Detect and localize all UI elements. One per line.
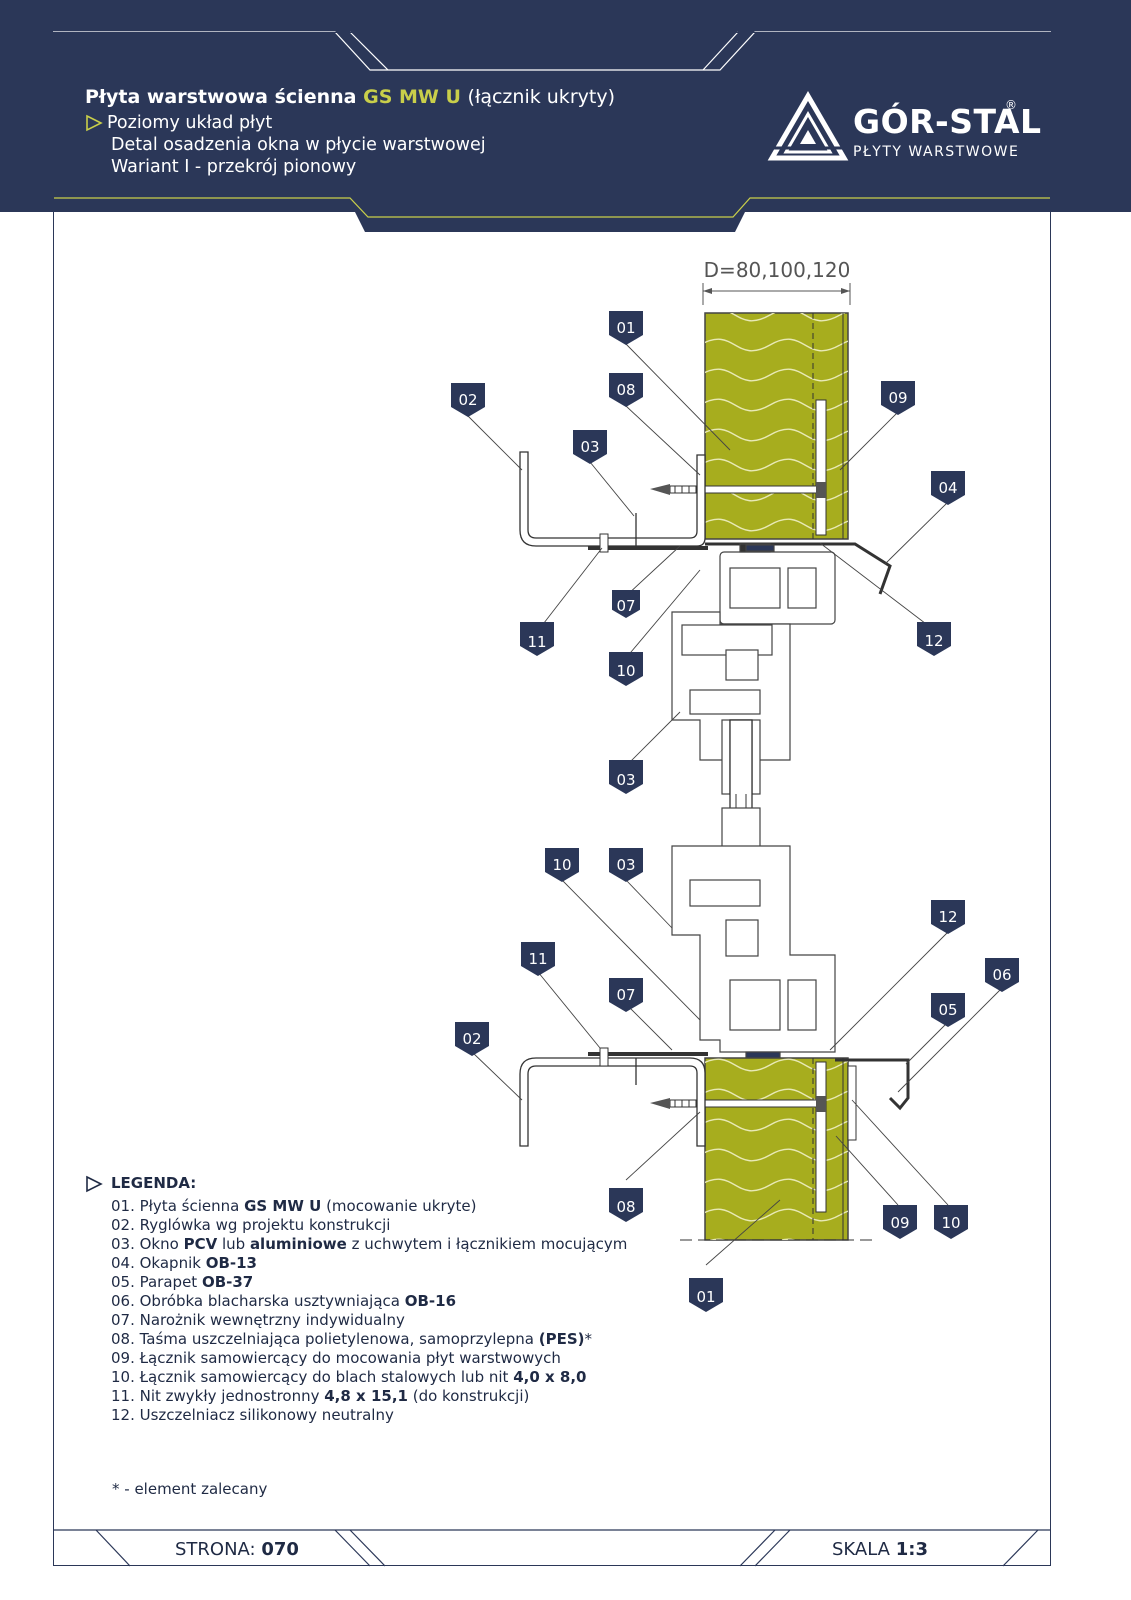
legend-item: 04. Okapnik OB-13 [111,1254,257,1272]
brand-logo: GÓR-STAL ® PŁYTY WARSTWOWE [767,91,1041,166]
page-frame [53,32,1051,1566]
legend-item: 06. Obróbka blacharska usztywniająca OB-… [111,1292,457,1310]
legend-item: 12. Uszczelniacz silikonowy neutralny [111,1406,394,1424]
stiffening-flashing [847,1065,857,1141]
callout-06-bottom: 06 [985,958,1019,992]
legend-list: 01. Płyta ścienna GS MW U (mocowanie ukr… [111,1197,627,1425]
leader-lines [467,343,1003,1266]
title-accent: GS MW U [363,86,461,108]
callout-12-top: 12 [917,622,951,656]
dimension-label: D=80,100,120 [704,258,851,282]
callout-label: 03 [616,856,635,874]
callout-10-mid: 10 [545,848,579,882]
subtitle-line-3: Wariant I - przekrój pionowy [111,157,357,177]
logo-name: GÓR-STAL [853,102,1042,141]
callout-05-bottom: 05 [931,993,965,1027]
callout-04-top: 04 [931,471,965,505]
callout-10-top: 10 [609,652,643,686]
callout-10-bottom: 10 [934,1205,968,1239]
legend-title-text: LEGENDA: [111,1174,197,1192]
legend: LEGENDA: 01. Płyta ścienna GS MW U (moco… [85,1174,627,1425]
legend-item: 09. Łącznik samowiercący do mocowania pł… [111,1349,561,1367]
callout-label: 08 [616,381,635,399]
callout-03-top: 03 [573,430,607,464]
callout-label: 11 [527,633,546,651]
callout-01-bottom: 01 [689,1278,723,1312]
callout-label: 01 [616,319,635,337]
legend-item: 08. Taśma uszczelniająca polietylenowa, … [111,1330,593,1348]
callout-11-top: 11 [520,622,554,656]
callout-08-bottom: 08 [609,1188,643,1222]
title-suffix: (łącznik ukryty) [467,86,615,108]
callout-02-bottom: 02 [455,1022,489,1056]
callout-label: 12 [924,632,943,650]
callout-label: 02 [462,1030,481,1048]
callout-label: 09 [888,389,907,407]
callout-label: 10 [552,856,571,874]
callout-03-lower: 03 [609,848,643,882]
girt-bracket-bottom [519,1047,708,1147]
scale-indicator: SKALA 1:3 [832,1539,928,1560]
legend-title: LEGENDA: [85,1174,627,1193]
title-prefix: Płyta warstwowa ścienna [85,86,357,108]
callout-label: 02 [458,391,477,409]
callout-09-bottom: 09 [883,1205,917,1239]
legend-item: 10. Łącznik samowiercący do blach stalow… [111,1368,587,1386]
callout-label: 10 [616,662,635,680]
callout-label: 07 [616,597,635,615]
page-number: STRONA: 070 [175,1539,299,1560]
subtitle-line-1: Poziomy układ płyt [107,113,273,133]
callout-11-bottom: 11 [521,942,555,976]
wall-panel-bottom [680,1057,872,1241]
subtitle-line-2: Detal osadzenia okna w płycie warstwowej [111,135,486,155]
sill-parapet [835,1058,910,1111]
callout-label: 01 [696,1288,715,1306]
dimension-line [702,283,851,305]
callout-07-top: 07 [612,590,640,618]
legend-item: 11. Nit zwykły jednostronny 4,8 x 15,1 (… [111,1387,530,1405]
callout-label: 12 [938,908,957,926]
callout-label: 05 [938,1001,957,1019]
callout-08-top: 08 [609,373,643,407]
registered-mark: ® [1005,98,1017,112]
callout-02-top: 02 [451,383,485,417]
triangle-bullet-icon [86,1175,103,1192]
footnote: * - element zalecany [112,1480,268,1498]
callout-label: 07 [616,986,635,1004]
callout-label: 06 [992,966,1011,984]
title-block: Płyta warstwowa ścienna GS MW U (łącznik… [85,86,615,178]
girt-bracket-top [519,451,708,553]
callout-label: 08 [616,1198,635,1216]
callout-label: 03 [616,771,635,789]
callout-label: 11 [528,950,547,968]
triangle-bullet-icon [86,114,103,132]
window-frame-top [671,543,836,795]
callout-07-bottom: 07 [609,978,643,1012]
legend-item: 02. Ryglówka wg projektu konstrukcji [111,1216,391,1234]
logo-triangle-icon [767,91,849,161]
callout-label: 10 [941,1214,960,1232]
callout-label: 04 [938,479,957,497]
callout-label: 03 [580,438,599,456]
technical-drawing: D=80,100,120 [451,258,1019,1312]
drip-flashing-top [705,542,892,595]
logo-tagline: PŁYTY WARSTWOWE [853,144,1020,160]
wall-panel-top [704,312,849,540]
legend-item: 01. Płyta ścienna GS MW U (mocowanie ukr… [111,1197,477,1215]
window-frame-bottom [671,807,836,1059]
header-band [0,0,1131,232]
legend-item: 07. Narożnik wewnętrzny indywidualny [111,1311,405,1329]
callout-03-mid: 03 [609,760,643,794]
legend-item: 03. Okno PCV lub aluminiowe z uchwytem i… [111,1235,628,1253]
legend-item: 05. Parapet OB-37 [111,1273,254,1291]
callout-01-top: 01 [609,311,643,345]
callout-09-top: 09 [881,381,915,415]
callout-12-bottom: 12 [931,900,965,934]
screw-bottom [650,1096,826,1112]
page-title: Płyta warstwowa ścienna GS MW U (łącznik… [85,86,615,108]
screw-top [650,482,826,498]
callout-label: 09 [890,1214,909,1232]
